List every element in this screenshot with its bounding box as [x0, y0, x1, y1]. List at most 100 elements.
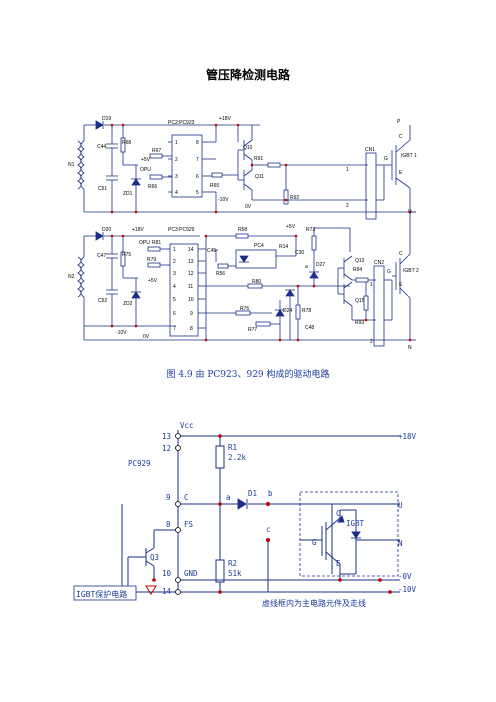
- label-vcc: Vcc: [180, 421, 194, 430]
- pc3-pin-3: 3: [173, 271, 176, 277]
- label-d1: D1: [248, 489, 257, 498]
- pc2-pin-3: 3: [175, 174, 178, 180]
- pc3-pin-4: 4: [173, 284, 176, 290]
- pc2-pin-8: 8: [196, 140, 199, 146]
- label-c45: C45: [207, 248, 216, 254]
- label-plus5v-a: +5V: [141, 157, 151, 163]
- label-r75: R75: [122, 252, 131, 258]
- pc2-pin-1: 1: [175, 140, 178, 146]
- label-r94: R94: [353, 267, 362, 273]
- label-r66: R66: [148, 184, 157, 190]
- label-e-terminal: E: [336, 559, 341, 568]
- igbt-protection-box: [73, 585, 137, 601]
- label-q11: Q11: [255, 174, 264, 180]
- pc2-pin-4: 4: [175, 190, 178, 196]
- label-igbt-protection: IGBT保护电路: [76, 589, 127, 599]
- label-plus5v-c: +5V: [148, 278, 158, 284]
- label-d19: D19: [102, 116, 111, 122]
- label-minus10v-a: -10V: [218, 197, 229, 203]
- pc3-pin-13: 13: [188, 259, 194, 265]
- label-zero-v: -0V: [398, 572, 412, 581]
- label-pin13: 13: [162, 432, 171, 441]
- label-n2: N2: [68, 274, 75, 280]
- label-pin14: 14: [162, 587, 172, 596]
- figure-caption: 图 4.9 由 PC923、929 构成的驱动电路: [166, 370, 330, 380]
- pc3-pin-10: 10: [188, 297, 194, 303]
- pc2-pin-2: 2: [175, 157, 178, 163]
- label-pc929: PC929: [128, 459, 151, 468]
- label-pin-fs: FS: [184, 520, 194, 529]
- label-r58: R58: [238, 227, 247, 233]
- label-n: N: [408, 345, 412, 351]
- label-c48: C48: [305, 325, 314, 331]
- label-igbt1-c: C: [399, 134, 403, 140]
- label-c51: C51: [98, 186, 107, 192]
- pc3-pin-12: 12: [188, 271, 194, 277]
- label-node-b: b: [268, 489, 273, 498]
- cn2-pin-2: 2: [370, 339, 373, 345]
- label-c30: C30: [295, 250, 304, 256]
- pc3-pin-2: 2: [173, 259, 176, 265]
- label-igbt: IGBT: [346, 519, 365, 528]
- pc3-pin-11: 11: [188, 284, 193, 290]
- pc2-pin-7: 7: [196, 157, 199, 163]
- pc3-pin-7: 7: [173, 326, 176, 332]
- label-r80: R80: [252, 279, 261, 285]
- label-r93: R93: [355, 320, 364, 326]
- label-a-top: a: [305, 264, 308, 270]
- pc2-pin-6: 6: [196, 174, 199, 180]
- page-title: 管压降检测电路: [205, 68, 290, 82]
- label-igbt2-e: E: [399, 282, 403, 288]
- label-r68: R68: [122, 140, 131, 146]
- label-0v-b: 0V: [143, 334, 150, 340]
- label-d20: D20: [102, 227, 111, 233]
- pc3-pin-6: 6: [173, 311, 176, 317]
- label-pin12: 12: [162, 444, 171, 453]
- label-igbt2-g: G: [387, 269, 391, 275]
- pc3-pin-8: 8: [190, 326, 193, 332]
- label-r73: R73: [306, 227, 315, 233]
- label-d27: D27: [316, 262, 325, 268]
- label-pin-c: C: [184, 493, 189, 502]
- label-dashed-box-note: 虚线框内为主电路元件及走线: [262, 598, 366, 608]
- label-minus10v: -10V: [398, 585, 417, 594]
- label-r1-value: 2.2k: [228, 453, 247, 462]
- label-igbt1-g: G: [384, 156, 388, 162]
- label-r65: R65: [210, 183, 219, 189]
- label-cn2: CN2: [374, 260, 384, 266]
- label-r79: R79: [147, 257, 156, 263]
- label-igbt1-e: E: [399, 170, 403, 176]
- label-pc3: PC3:PC929: [168, 227, 195, 233]
- label-pc4: PC4: [254, 243, 264, 249]
- pc3-pin-14: 14: [188, 247, 194, 253]
- label-d24: D24: [283, 308, 292, 314]
- label-g-terminal: G: [312, 538, 317, 547]
- label-pin9: 9: [166, 493, 171, 502]
- label-0v-a: 0V: [245, 204, 252, 210]
- label-minus10v-b: -10V: [116, 330, 127, 336]
- label-r78: R78: [302, 308, 311, 314]
- label-plus18v-b: +18V: [132, 227, 144, 233]
- label-zd2: ZD2: [123, 301, 133, 307]
- label-plus18v-a: +18V: [219, 116, 231, 122]
- pc2-pin-5: 5: [196, 190, 199, 196]
- label-u: U: [408, 209, 412, 215]
- label-r92: R92: [290, 195, 299, 201]
- label-r56: R56: [216, 271, 225, 277]
- label-r14: R14: [279, 244, 288, 250]
- pc3-pin-5: 5: [173, 297, 176, 303]
- label-opu-a: OPU: [140, 167, 151, 173]
- label-opu-b: OPU: [139, 240, 150, 246]
- label-r81: R81: [152, 240, 161, 246]
- label-n-bottom: N: [398, 539, 403, 548]
- label-igbt2-c: C: [399, 251, 403, 257]
- label-igbt1: IGBT 1: [401, 153, 417, 159]
- label-plus5v-b: +5V: [286, 224, 296, 230]
- label-r67: R67: [152, 148, 161, 154]
- pc3-pin-9: 9: [190, 311, 193, 317]
- label-c-terminal: C: [336, 509, 341, 518]
- label-c52: C52: [98, 298, 107, 304]
- label-zd1: ZD1: [123, 191, 133, 197]
- label-r1: R1: [228, 443, 237, 452]
